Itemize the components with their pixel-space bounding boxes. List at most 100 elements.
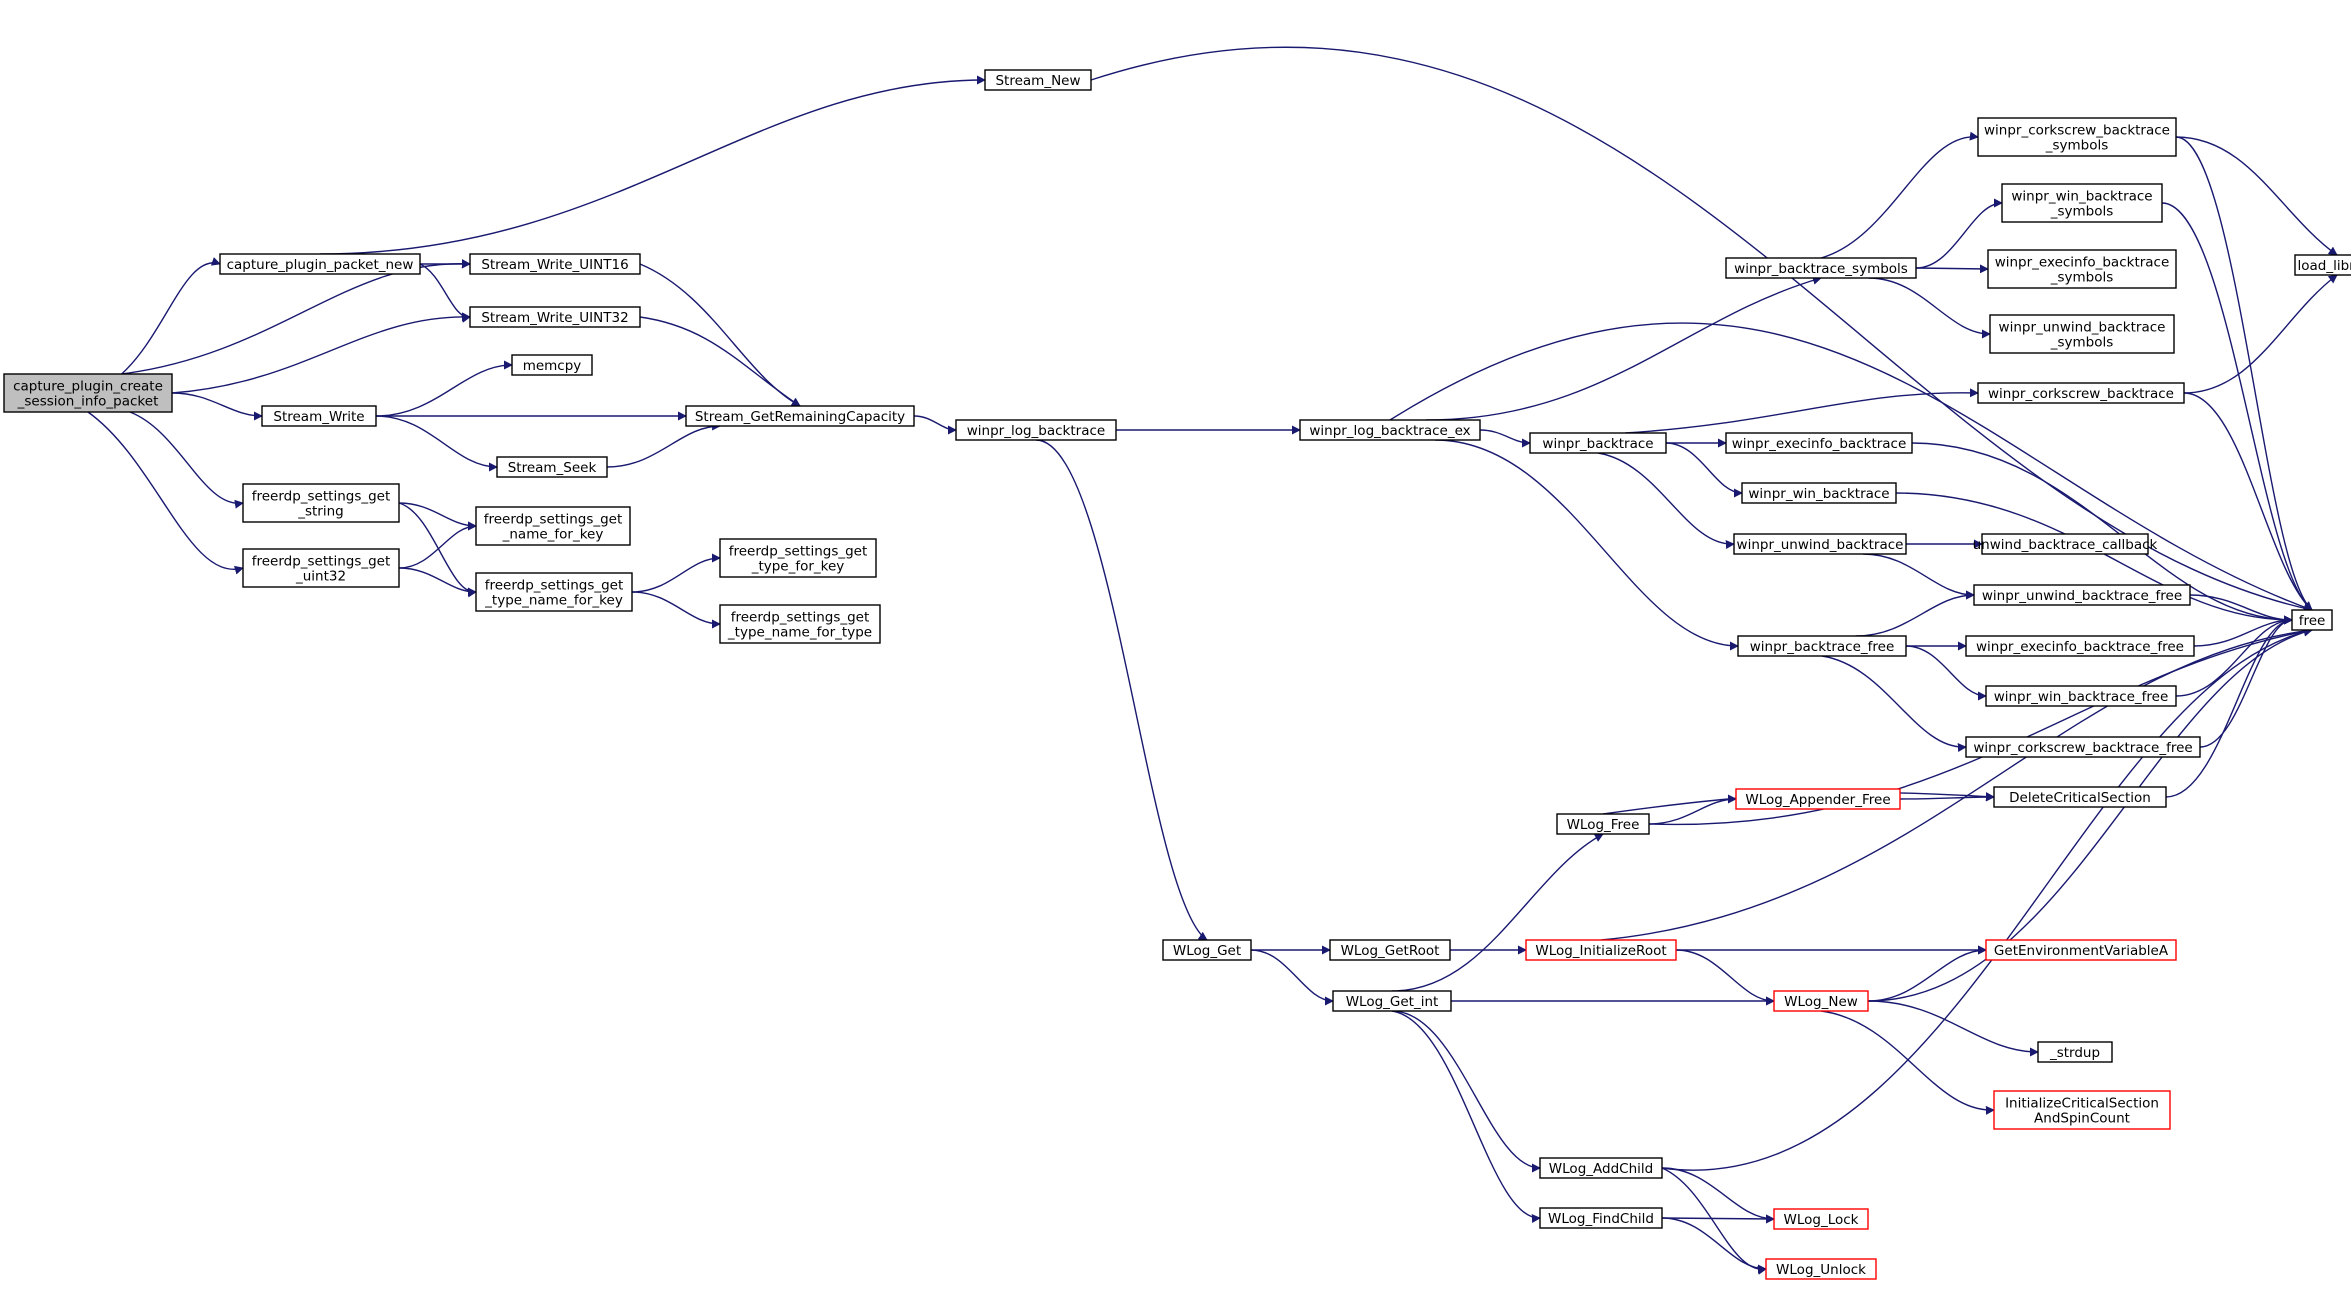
node-label: Stream_New bbox=[995, 73, 1080, 89]
node-exec-bt[interactable]: winpr_execinfo_backtrace bbox=[1725, 432, 1913, 454]
node-get-rem-cap[interactable]: Stream_GetRemainingCapacity bbox=[685, 405, 915, 427]
node-label: _symbols bbox=[2045, 138, 2109, 154]
node-delete-cs[interactable]: DeleteCriticalSection bbox=[1993, 786, 2167, 808]
node-label: winpr_log_backtrace bbox=[967, 423, 1105, 439]
node-label: AndSpinCount bbox=[2034, 1111, 2130, 1127]
edge-cork_sym-to-load_library bbox=[2175, 136, 2338, 256]
node-box bbox=[1299, 419, 1481, 441]
node-unwind-bt[interactable]: winpr_unwind_backtrace bbox=[1733, 533, 1907, 555]
node-fs-get-name[interactable]: freerdp_settings_get_name_for_key bbox=[475, 506, 631, 546]
edge-bt_symbols-to-unwind_sym bbox=[1868, 277, 1991, 339]
node-label: winpr_backtrace bbox=[1542, 436, 1653, 452]
node-wlog-lock[interactable]: WLog_Lock bbox=[1773, 1208, 1869, 1230]
nodes-layer: capture_plugin_create_session_info_packe… bbox=[3, 69, 2351, 1280]
node-fs-get-type-key[interactable]: freerdp_settings_get_type_for_key bbox=[719, 538, 877, 578]
node-wlog-getroot[interactable]: WLog_GetRoot bbox=[1329, 939, 1451, 961]
node-find-child[interactable]: WLog_FindChild bbox=[1539, 1207, 1663, 1229]
node-wlog-get-int[interactable]: WLog_Get_int bbox=[1332, 990, 1452, 1012]
edge-fs_get_type_name-to-fs_get_type_type bbox=[631, 591, 721, 629]
node-wlog-unlock[interactable]: WLog_Unlock bbox=[1765, 1258, 1877, 1280]
node-label: winpr_corkscrew_backtrace_free bbox=[1973, 740, 2192, 756]
node-label: freerdp_settings_get bbox=[252, 554, 391, 570]
edge-win_free-to-free bbox=[2175, 615, 2293, 697]
node-write-u32[interactable]: Stream_Write_UINT32 bbox=[469, 306, 641, 328]
node-label: GetEnvironmentVariableA bbox=[1994, 943, 2169, 959]
node-cork-sym[interactable]: winpr_corkscrew_backtrace_symbols bbox=[1977, 117, 2177, 157]
node-fs-get-uint32[interactable]: freerdp_settings_get_uint32 bbox=[242, 548, 400, 588]
edge-get_rem_cap-to-log_bt bbox=[913, 415, 957, 435]
node-box bbox=[1332, 990, 1452, 1012]
edge-init_root-to-free bbox=[1600, 626, 2313, 941]
node-strdup[interactable]: _strdup bbox=[2037, 1041, 2113, 1063]
edge-bt_symbols-to-cork_sym bbox=[1820, 131, 1979, 259]
node-label: WLog_Appender_Free bbox=[1745, 792, 1890, 808]
node-win-free[interactable]: winpr_win_backtrace_free bbox=[1985, 685, 2177, 707]
node-box bbox=[1162, 939, 1252, 961]
node-get-env[interactable]: GetEnvironmentVariableA bbox=[1985, 939, 2177, 961]
edge-log_bt_ex-to-free bbox=[1389, 322, 2313, 612]
node-add-child[interactable]: WLog_AddChild bbox=[1539, 1157, 1663, 1179]
node-label: winpr_execinfo_backtrace bbox=[1995, 255, 2170, 271]
node-label: WLog_Get bbox=[1173, 943, 1241, 959]
node-root[interactable]: capture_plugin_create_session_info_packe… bbox=[3, 373, 173, 413]
node-wlog-get[interactable]: WLog_Get bbox=[1162, 939, 1252, 961]
node-win-sym[interactable]: winpr_win_backtrace_symbols bbox=[2001, 183, 2163, 223]
node-log-bt-ex[interactable]: winpr_log_backtrace_ex bbox=[1299, 419, 1481, 441]
node-box bbox=[2291, 609, 2333, 631]
node-label: freerdp_settings_get bbox=[252, 489, 391, 505]
node-backtrace[interactable]: winpr_backtrace bbox=[1529, 432, 1667, 454]
node-stream-write[interactable]: Stream_Write bbox=[261, 405, 377, 427]
node-label: _uint32 bbox=[295, 569, 346, 585]
node-bt-free[interactable]: winpr_backtrace_free bbox=[1737, 635, 1907, 657]
node-box bbox=[1329, 939, 1451, 961]
edge-find_child-to-wlog_lock bbox=[1661, 1214, 1775, 1224]
node-stream-seek[interactable]: Stream_Seek bbox=[496, 456, 608, 478]
edge-wlog_new-to-get_env bbox=[1867, 945, 1987, 1002]
node-load-library[interactable]: load_library bbox=[2294, 254, 2351, 276]
node-label: Stream_GetRemainingCapacity bbox=[695, 409, 905, 425]
node-fs-get-type-name[interactable]: freerdp_settings_get_type_name_for_key bbox=[475, 572, 633, 612]
node-label: _type_for_key bbox=[751, 559, 845, 575]
node-unwind-cb[interactable]: unwind_backtrace_callback bbox=[1973, 533, 2158, 555]
edge-bt_symbols-to-exec_sym bbox=[1915, 264, 1989, 274]
node-unwind-sym[interactable]: winpr_unwind_backtrace_symbols bbox=[1989, 314, 2175, 354]
node-write-u16[interactable]: Stream_Write_UINT16 bbox=[469, 253, 641, 275]
edge-root-to-write_u16 bbox=[121, 259, 471, 375]
node-packet-new[interactable]: capture_plugin_packet_new bbox=[219, 253, 421, 275]
node-box bbox=[2001, 183, 2163, 223]
node-unwind-free[interactable]: winpr_unwind_backtrace_free bbox=[1973, 584, 2191, 606]
node-init-root[interactable]: WLog_InitializeRoot bbox=[1525, 939, 1677, 961]
node-stream-new[interactable]: Stream_New bbox=[984, 69, 1092, 91]
edge-bt_free-to-win_free bbox=[1905, 645, 1987, 701]
edge-win_bt-to-free bbox=[1895, 492, 2293, 625]
node-box bbox=[1965, 635, 2195, 657]
node-cork-bt[interactable]: winpr_corkscrew_backtrace bbox=[1977, 382, 2185, 404]
edge-init_root-to-wlog_new bbox=[1675, 949, 1775, 1006]
node-wlog-free[interactable]: WLog_Free bbox=[1556, 813, 1650, 835]
node-box bbox=[1741, 482, 1897, 504]
node-box bbox=[2037, 1041, 2113, 1063]
node-label: _symbols bbox=[2050, 204, 2114, 220]
node-cork-free[interactable]: winpr_corkscrew_backtrace_free bbox=[1965, 736, 2201, 758]
node-wlog-new[interactable]: WLog_New bbox=[1773, 990, 1869, 1012]
node-exec-free[interactable]: winpr_execinfo_backtrace_free bbox=[1965, 635, 2195, 657]
node-memcpy[interactable]: memcpy bbox=[511, 354, 593, 376]
node-label: winpr_log_backtrace_ex bbox=[1309, 423, 1470, 439]
edge-cork_bt-to-free bbox=[2183, 392, 2313, 611]
node-label: WLog_AddChild bbox=[1549, 1161, 1653, 1177]
node-exec-sym[interactable]: winpr_execinfo_backtrace_symbols bbox=[1987, 249, 2177, 289]
node-bt-symbols[interactable]: winpr_backtrace_symbols bbox=[1725, 257, 1917, 279]
edge-root-to-stream_write bbox=[171, 392, 263, 421]
edge-win_sym-to-free bbox=[2161, 202, 2313, 611]
edge-unwind_free-to-free bbox=[2189, 594, 2293, 625]
edge-wlog_get_int-to-find_child bbox=[1391, 1010, 1541, 1223]
edge-packet_new-to-write_u32 bbox=[419, 263, 471, 323]
node-free[interactable]: free bbox=[2291, 609, 2333, 631]
node-log-bt[interactable]: winpr_log_backtrace bbox=[955, 419, 1117, 441]
node-fs-get-type-type[interactable]: freerdp_settings_get_type_name_for_type bbox=[719, 604, 881, 644]
node-win-bt[interactable]: winpr_win_backtrace bbox=[1741, 482, 1897, 504]
node-box bbox=[1735, 788, 1901, 810]
node-fs-get-string[interactable]: freerdp_settings_get_string bbox=[242, 483, 400, 523]
node-appender-free[interactable]: WLog_Appender_Free bbox=[1735, 788, 1901, 810]
